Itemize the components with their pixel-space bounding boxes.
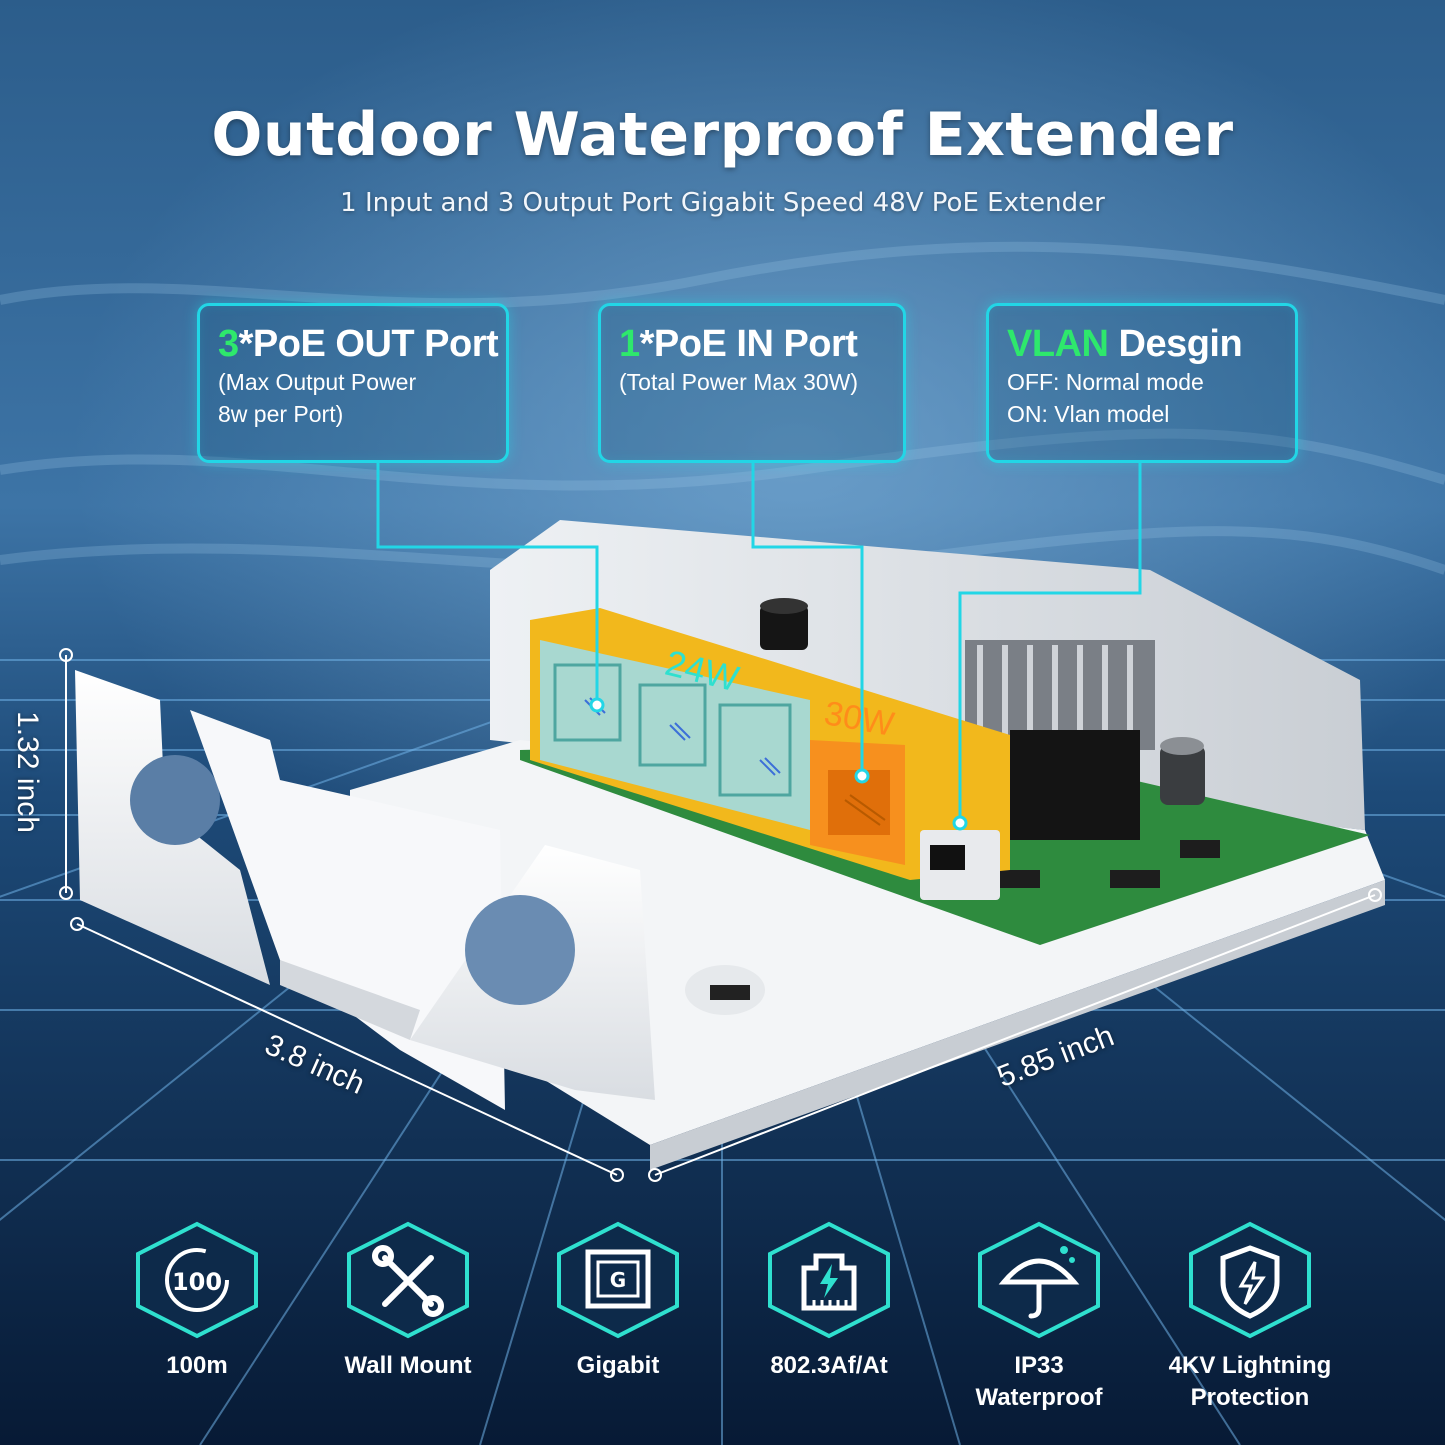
feature-ip33-label-line1: IP33 [1014,1352,1064,1379]
callout-poe-out-line2: 8w per Port) [218,401,344,427]
shield-lightning-icon [1189,1221,1311,1339]
svg-text:100: 100 [172,1268,222,1296]
dimension-lines [65,655,1376,1176]
callout-vlan-line1: OFF: Normal mode [1007,369,1204,395]
feature-lightning-protection: 4KV Lightning Protection [1150,1220,1350,1414]
feature-ip33-label: IP33 Waterproof [939,1350,1139,1414]
feature-gigabit: G Gigabit [518,1220,718,1382]
dimension-height: 1.32 inch [10,711,44,833]
page-title: Outdoor Waterproof Extender [211,100,1234,170]
feature-8023af-label: 802.3Af/At [770,1352,888,1379]
callout-poe-out-heading: 3*PoE OUT Port [218,323,499,365]
umbrella-icon [978,1221,1100,1339]
callout-poe-in-line1: (Total Power Max 30W) [619,369,859,395]
feature-lightning-protection-label-line1: 4KV Lightning [1168,1352,1332,1379]
100-distance-icon: 100 [136,1221,258,1339]
feature-100m: 100 100m [97,1220,297,1382]
callout-poe-in-heading: 1*PoE IN Port [619,323,858,365]
tools-icon [347,1221,469,1339]
callout-poe-out: 3*PoE OUT Port (Max Output Power 8w per … [197,303,509,463]
page-subtitle: 1 Input and 3 Output Port Gigabit Speed … [340,188,1105,218]
feature-gigabit-label: Gigabit [576,1352,660,1379]
callout-vlan: VLAN Desgin OFF: Normal mode ON: Vlan mo… [986,303,1298,463]
feature-lightning-protection-label-line2: Protection [1190,1384,1310,1411]
feature-ip33-label-line2: Waterproof [975,1384,1103,1411]
ethernet-lightning-icon [768,1221,890,1339]
callout-connectors [376,463,1142,823]
feature-wall-mount-label: Wall Mount [344,1352,472,1379]
poe-extender-device [75,520,1385,1170]
callout-vlan-line2: ON: Vlan model [1007,401,1170,427]
feature-wall-mount: Wall Mount [308,1220,508,1382]
feature-ip33: IP33 Waterproof [939,1220,1139,1414]
feature-8023af: 802.3Af/At [729,1220,929,1382]
callout-poe-out-line1: (Max Output Power [218,369,417,395]
callout-vlan-heading: VLAN Desgin [1007,323,1243,365]
feature-lightning-protection-label: 4KV Lightning Protection [1150,1350,1350,1414]
gigabit-port-icon: G [557,1221,679,1339]
svg-text:G: G [610,1268,626,1292]
callout-poe-in: 1*PoE IN Port (Total Power Max 30W) [598,303,906,463]
feature-100m-label: 100m [166,1352,228,1379]
